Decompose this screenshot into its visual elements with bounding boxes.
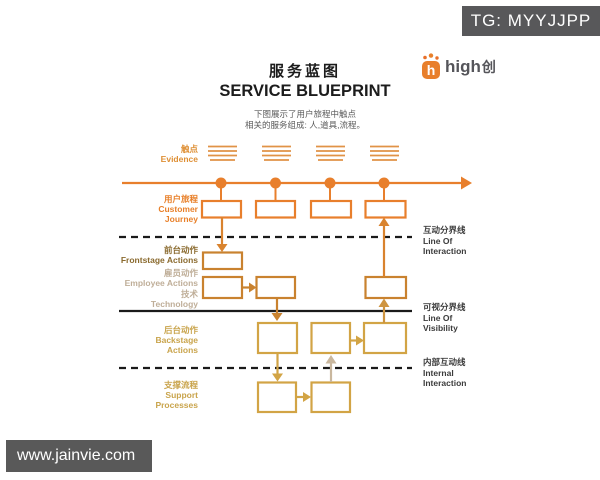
journey-timeline (122, 176, 472, 201)
row-label-technology-zh: 技术 (180, 289, 198, 299)
row-label-backstage: 后台动作 Backstage Actions (108, 325, 198, 356)
arrow-journey-to-frontstage (216, 217, 228, 252)
row-label-evidence-zh: 触点 (180, 144, 198, 154)
touchpoint-lines-icon-1 (208, 145, 237, 161)
backstage-box-1 (256, 321, 299, 355)
arrow-backstage-to-support (272, 353, 283, 382)
label-interaction-en1: Line Of (423, 235, 453, 246)
journey-box-2 (254, 199, 297, 219)
timeline-arrowhead-icon (461, 176, 472, 190)
frontstage-right-box (364, 275, 408, 300)
label-internal-zh: 内部互动线 (423, 357, 466, 367)
label-internal-en2: Interaction (423, 378, 467, 389)
support-box-2 (310, 381, 352, 414)
highchuang-logo-icon: h (422, 53, 440, 79)
page-title-zh: 服务蓝图 (268, 63, 341, 80)
row-label-journey-en1: Customer (158, 204, 198, 215)
support-box-1 (256, 381, 298, 414)
row-label-technology: 技术 Technology (108, 289, 198, 309)
arrow-backstage-to-frontstage-right (378, 298, 390, 323)
arrow-backstage-2-to-3 (350, 335, 364, 346)
label-internal-en1: Internal (423, 367, 454, 378)
label-internal-interaction: 内部互动线 Internal Interaction (423, 357, 495, 389)
subtitle-line-1: 下图展示了用户旅程中触点 (253, 109, 356, 119)
label-line-of-interaction: 互动分界线 Line Of Interaction (423, 225, 495, 257)
row-label-backstage-zh: 后台动作 (163, 325, 198, 335)
journey-box-1 (200, 199, 243, 219)
backstage-box-3 (362, 321, 408, 355)
row-label-evidence: 触点 Evidence (108, 144, 198, 164)
row-label-technology-en: Technology (150, 299, 198, 310)
row-label-evidence-en: Evidence (160, 154, 198, 165)
row-label-frontstage-en: Frontstage Actions (120, 255, 198, 266)
brand-logo: h high 创 (419, 53, 496, 81)
row-label-employee: 雇员动作 Employee Actions (108, 268, 198, 288)
technology-box (255, 275, 297, 300)
touchpoint-lines-icon-3 (316, 145, 345, 161)
telegram-badge: TG: MYYJJPP (462, 6, 600, 36)
frontstage-box (201, 251, 244, 271)
row-label-employee-zh: 雇员动作 (163, 268, 198, 278)
touchpoint-lines-icon-2 (262, 145, 291, 161)
row-label-support: 支撑流程 Support Processes (108, 380, 198, 411)
row-label-employee-en: Employee Actions (124, 278, 198, 289)
arrow-support-to-backstage (325, 355, 337, 382)
backstage-box-2 (310, 321, 352, 355)
label-interaction-en2: Interaction (423, 246, 467, 257)
row-label-customer-journey: 用户旅程 Customer Journey (108, 194, 198, 225)
subtitle: 下图展示了用户旅程中触点 相关的服务组成: 人,道具,流程。 (150, 109, 460, 131)
row-label-support-en1: Support (165, 390, 198, 401)
arrow-support-1-to-2 (296, 392, 311, 402)
row-label-backstage-en1: Backstage (155, 335, 198, 346)
website-badge: www.jainvie.com (6, 440, 152, 472)
row-label-journey-en2: Journey (164, 214, 198, 225)
journey-box-4 (364, 199, 407, 219)
page-title-en: SERVICE BLUEPRINT (219, 82, 391, 100)
row-label-journey-zh: 用户旅程 (163, 194, 198, 204)
row-label-frontstage-zh: 前台动作 (163, 245, 198, 255)
row-label-support-en2: Processes (155, 400, 198, 411)
label-interaction-zh: 互动分界线 (423, 225, 466, 235)
label-line-of-visibility: 可视分界线 Line Of Visibility (423, 302, 495, 334)
header: 服务蓝图 SERVICE BLUEPRINT 下图展示了用户旅程中触点 相关的服… (150, 60, 460, 131)
row-label-support-zh: 支撑流程 (163, 380, 198, 390)
employee-box (201, 275, 244, 300)
journey-box-3 (309, 199, 353, 219)
row-label-backstage-en2: Actions (166, 345, 198, 356)
logo-brand-text: high (445, 57, 481, 76)
label-visibility-zh: 可视分界线 (423, 302, 466, 312)
label-visibility-en1: Line Of (423, 312, 453, 323)
arrow-technology-to-backstage (271, 298, 283, 321)
arrow-employee-to-technology (242, 282, 257, 293)
subtitle-line-2: 相关的服务组成: 人,道具,流程。 (245, 120, 365, 131)
touchpoint-lines-icon-4 (370, 145, 399, 161)
logo-suffix-text: 创 (481, 59, 496, 75)
label-visibility-en2: Visibility (423, 323, 458, 334)
arrow-up-to-journey-box-4 (378, 217, 390, 277)
row-label-frontstage: 前台动作 Frontstage Actions (108, 245, 198, 265)
svg-text:h: h (427, 62, 436, 78)
